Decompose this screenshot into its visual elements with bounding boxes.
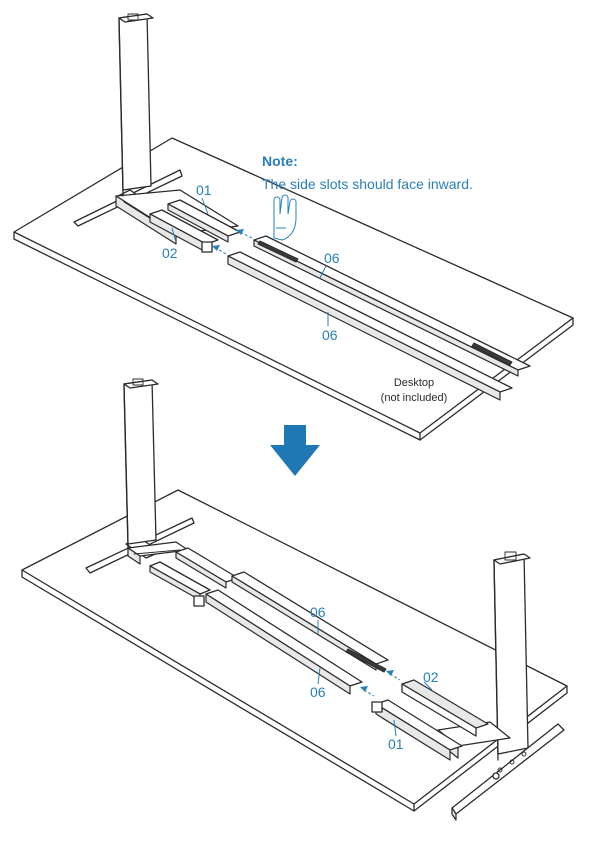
step2-illustration — [21, 378, 568, 821]
step1-illustration — [13, 13, 574, 441]
step1-rail-06-lower — [227, 251, 513, 401]
step1-part-02 — [149, 209, 219, 253]
step2-label-06-lower: 06 — [310, 684, 326, 700]
step2-part-02 — [401, 679, 489, 737]
step2-right-foot — [451, 723, 565, 821]
step2-label-01: 01 — [388, 736, 404, 752]
down-arrow-icon — [270, 425, 320, 476]
step1-label-01: 01 — [196, 182, 212, 198]
step2-right-column — [493, 551, 531, 761]
step2-label-06-upper: 06 — [310, 604, 326, 620]
step2-rail-06-upper — [231, 571, 389, 673]
step2-insert-arrows — [360, 670, 401, 697]
step1-label-06-upper: 06 — [324, 250, 340, 266]
step1-insert-arrows — [212, 229, 253, 255]
step2-rail-06-lower — [205, 589, 363, 695]
step2-left-housing — [127, 541, 189, 565]
step2-label-02: 02 — [423, 669, 439, 685]
hand-pointer-icon — [273, 194, 297, 241]
note-text: The side slots should face inward. — [262, 176, 473, 192]
note-title: Note: — [262, 153, 298, 169]
step2-part-01 — [371, 699, 463, 761]
step1-part-01 — [167, 199, 241, 243]
desktop-sublabel: (not included) — [381, 392, 448, 404]
step1-rail-06-upper — [253, 235, 531, 377]
step2-left-column — [123, 378, 159, 551]
desktop-label: Desktop — [394, 377, 434, 389]
step1-label-06-lower: 06 — [322, 327, 338, 343]
step1-label-02: 02 — [162, 245, 178, 261]
step1-column — [118, 13, 154, 197]
